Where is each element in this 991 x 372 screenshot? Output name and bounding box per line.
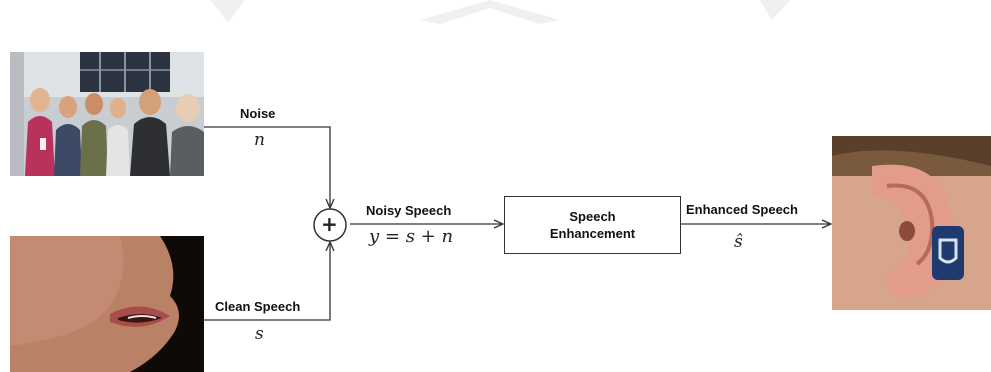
clean-speech-label: Clean Speech: [215, 299, 301, 314]
noise-symbol: n: [254, 130, 265, 150]
noisy-speech-label: Noisy Speech: [366, 203, 452, 218]
mouth-photo: [10, 236, 204, 372]
speech-enhancement-block: Speech Enhancement: [504, 196, 681, 254]
clean-speech-symbol: s: [255, 324, 264, 344]
crowd-photo: [10, 52, 204, 176]
noisy-speech-equation: y = s + n: [369, 226, 454, 247]
noise-path: [204, 126, 330, 208]
clean-speech-path: [204, 242, 330, 321]
summation-node: [313, 208, 347, 242]
block-title-line1: Speech: [569, 209, 616, 224]
adder-plus-sign: +: [321, 212, 338, 236]
noise-label: Noise: [240, 106, 276, 121]
enhanced-speech-label: Enhanced Speech: [686, 202, 798, 217]
ear-with-hearing-aid-photo: [832, 136, 991, 310]
block-title-line2: Enhancement: [549, 226, 636, 241]
enhanced-speech-symbol: ŝ: [734, 232, 743, 252]
